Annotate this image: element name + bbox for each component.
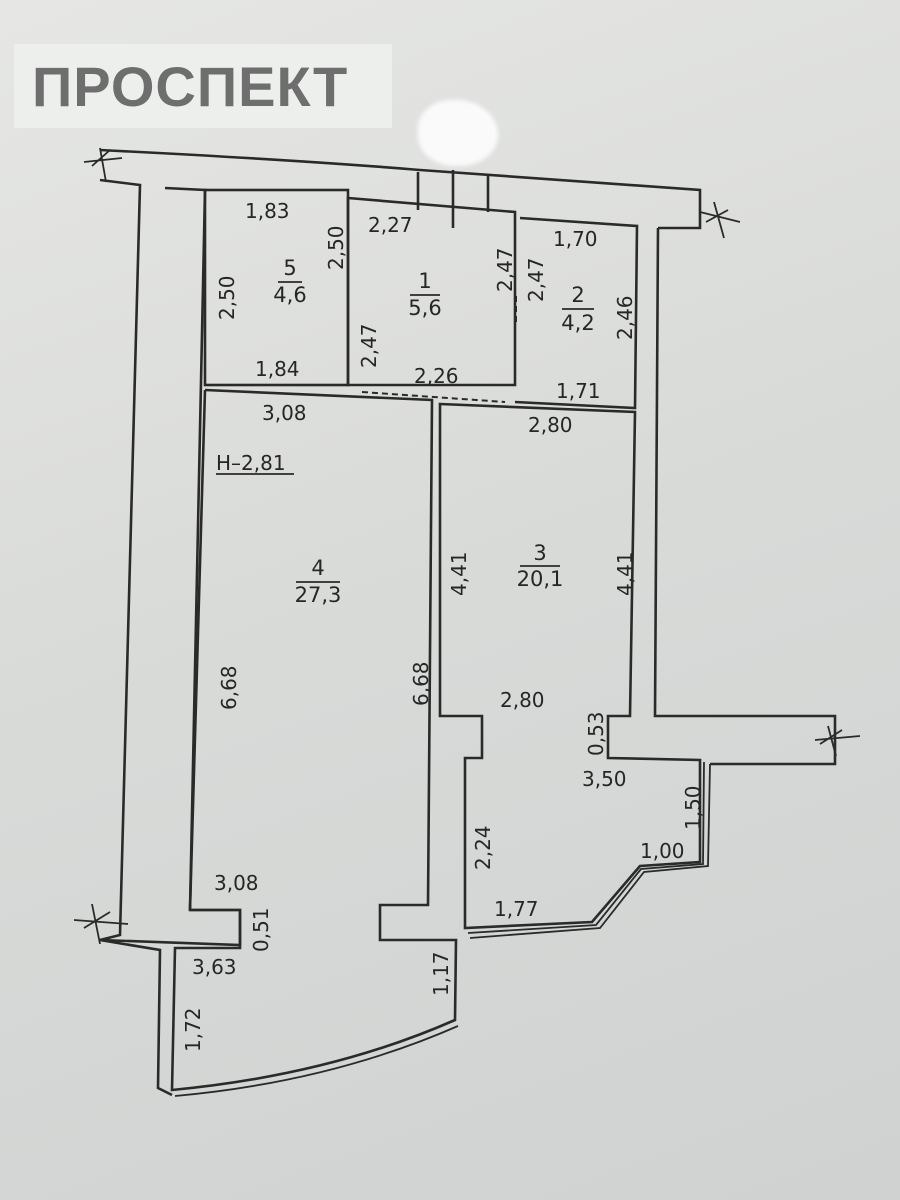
break-mark-top-right <box>699 201 741 239</box>
right-corridor-wall <box>653 227 837 766</box>
dim-r3-mid: 2,80 <box>500 688 545 712</box>
room-3-window-inner <box>467 761 705 934</box>
corridor-entrance <box>416 170 490 228</box>
left-exterior-wall <box>99 178 142 942</box>
dim-r2-top: 1,70 <box>553 227 598 251</box>
dim-r4-lower: 3,08 <box>214 871 259 895</box>
room-2-number: 2 <box>571 283 584 307</box>
room-2-area: 4,2 <box>561 311 594 335</box>
bottom-left-wall <box>99 908 242 1097</box>
dim-r4-top: 3,08 <box>262 401 307 425</box>
dim-r4-bottom: 3,63 <box>192 955 237 979</box>
dim-r2-bottom: 1,71 <box>556 379 601 403</box>
break-mark-right <box>814 725 861 757</box>
room-4-number: 4 <box>311 556 324 580</box>
room-2-outline <box>514 216 639 410</box>
dim-r1-left: 2,47 <box>357 323 381 368</box>
top-exterior-wall <box>99 148 702 230</box>
white-smudge <box>418 100 498 166</box>
dim-r2-left: 2,47 <box>524 257 548 302</box>
room-4-window <box>174 1025 459 1097</box>
dim-r5-left: 2,50 <box>215 275 239 320</box>
dim-r5-bottom: 1,84 <box>255 357 300 381</box>
dim-r4-corner-right: 1,17 <box>429 951 453 996</box>
left-inner-wall <box>164 186 207 911</box>
room-1-area: 5,6 <box>408 296 441 320</box>
dim-r3-window-side: 1,50 <box>681 785 705 830</box>
dim-r4-left: 6,68 <box>217 665 241 710</box>
brand-watermark: ПРОСПЕКТ <box>14 44 392 128</box>
room-5-area: 4,6 <box>273 283 306 307</box>
dim-r2-right: 2,46 <box>613 295 637 340</box>
room-3-window <box>469 763 711 939</box>
dim-r1-top: 2,27 <box>368 213 413 237</box>
ceiling-height-label: Н–2,81 <box>216 451 286 475</box>
room-3-number: 3 <box>533 541 546 565</box>
break-mark-top-left <box>83 147 123 183</box>
room-4-area: 27,3 <box>295 583 342 607</box>
room-3-area: 20,1 <box>517 567 564 591</box>
dim-r1-bottom: 2,26 <box>414 364 459 388</box>
dim-r3-top: 2,80 <box>528 413 573 437</box>
room-3-outline <box>438 402 702 930</box>
room-1-door <box>361 391 506 403</box>
dim-r5-right: 2,50 <box>324 225 348 270</box>
brand-text: ПРОСПЕКТ <box>32 54 349 118</box>
dim-r5-top: 1,83 <box>245 199 290 223</box>
dim-r3-window-angle: 1,00 <box>640 839 685 863</box>
dim-r1-right: 2,47 <box>493 247 517 292</box>
dim-r3-lower-left: 2,24 <box>471 825 495 870</box>
break-mark-left <box>73 903 129 945</box>
room-1-number: 1 <box>418 269 431 293</box>
dim-r3-left: 4,41 <box>447 551 471 596</box>
dim-r4-step: 0,51 <box>249 907 273 952</box>
dim-r4-corner-left: 1,72 <box>181 1007 205 1052</box>
dim-r3-step: 0,53 <box>584 711 608 756</box>
room-5-number: 5 <box>283 256 296 280</box>
dim-r3-balcony: 3,50 <box>582 767 627 791</box>
dim-r3-bottom: 1,77 <box>494 897 539 921</box>
dim-r3-right: 4,41 <box>613 551 637 596</box>
dim-r4-right: 6,68 <box>409 661 433 706</box>
room-4-outline <box>170 388 458 1092</box>
room-1-outline <box>346 196 517 387</box>
